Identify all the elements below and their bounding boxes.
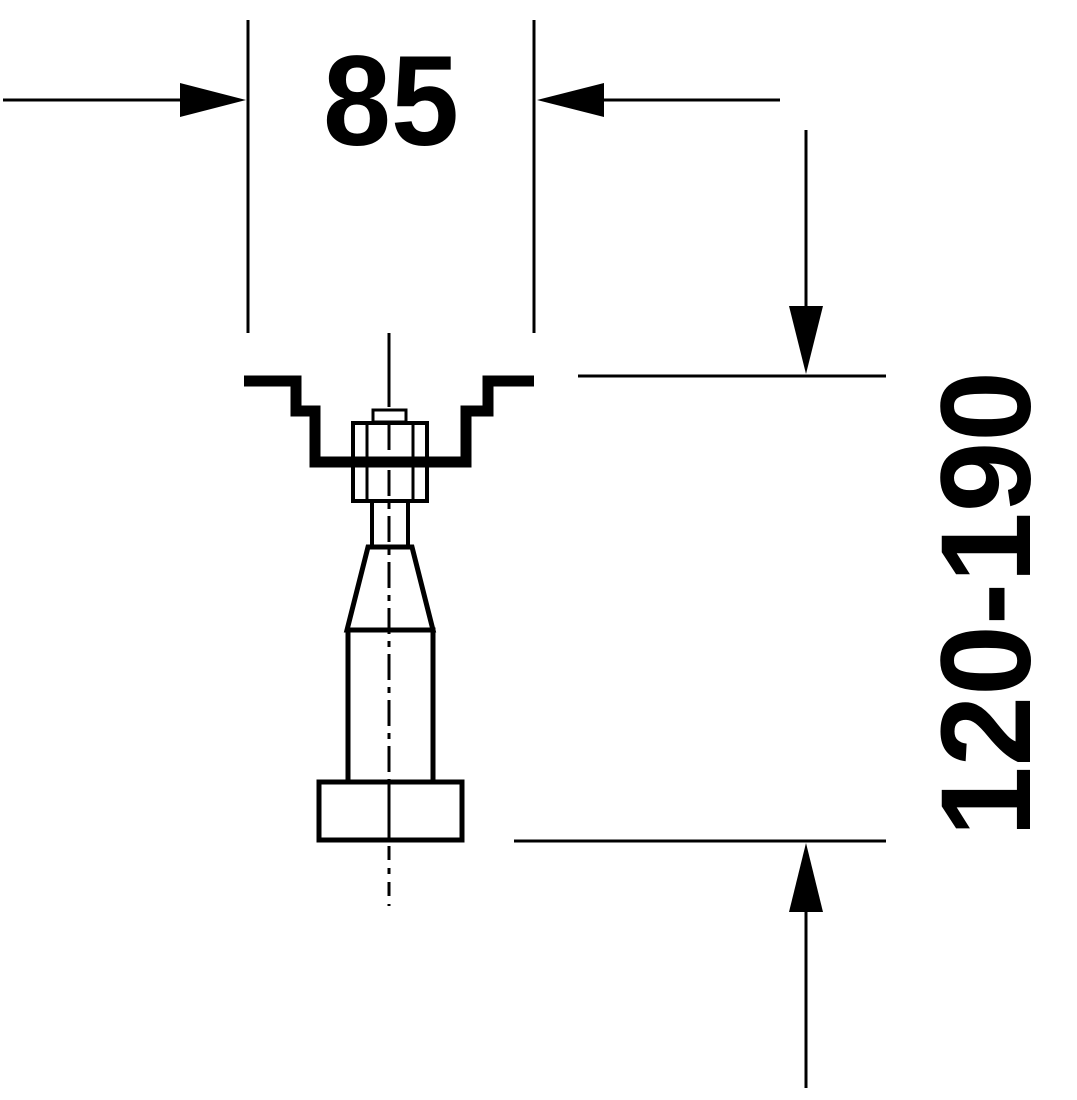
height-dimension-label: 120-190 xyxy=(915,371,1058,837)
support-foot xyxy=(244,333,534,906)
height-dimension xyxy=(514,130,886,1088)
arrow-right-icon xyxy=(180,83,246,117)
arrow-up-icon xyxy=(789,843,823,912)
bolt-cap xyxy=(371,408,408,424)
width-dimension-label: 85 xyxy=(323,30,459,173)
arrow-left-icon xyxy=(537,83,604,117)
width-dimension xyxy=(3,20,780,333)
arrow-down-icon xyxy=(789,306,823,374)
